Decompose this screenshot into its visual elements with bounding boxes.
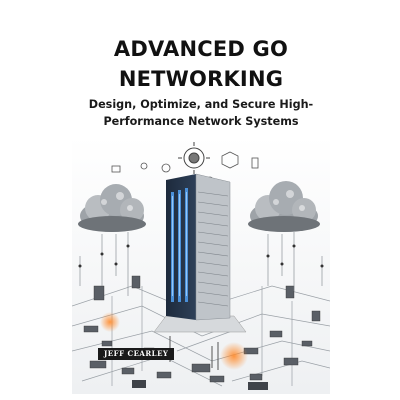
cloud-icon: [78, 184, 146, 232]
server-rack-icon: [153, 173, 247, 333]
cloud-icon: [248, 181, 320, 232]
subtitle-line-2: Performance Network Systems: [103, 115, 299, 128]
gear-icon: [178, 142, 210, 174]
subtitle-line-1: Design, Optimize, and Secure High-: [88, 98, 314, 111]
book-title: ADVANCED GO NETWORKING: [72, 34, 330, 94]
book-subtitle: Design, Optimize, and Secure High- Perfo…: [72, 96, 330, 130]
book-cover: ADVANCED GO NETWORKING Design, Optimize,…: [72, 14, 330, 394]
network-node-icon: [83, 275, 321, 383]
author-name: JEFF CEARLEY: [98, 348, 175, 360]
title-line-2: NETWORKING: [118, 67, 284, 91]
title-line-1: ADVANCED GO: [113, 37, 289, 61]
